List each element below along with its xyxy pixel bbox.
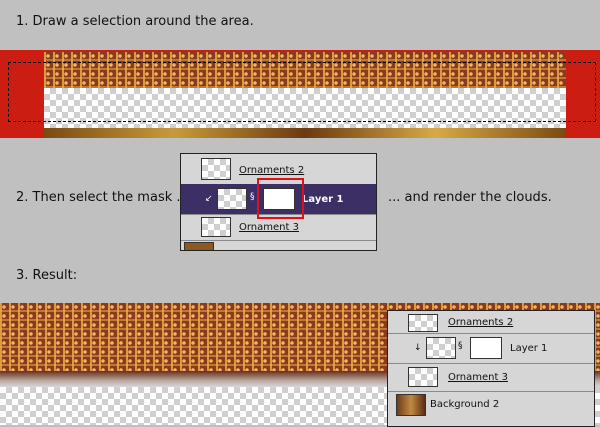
layer-mask-thumbnail[interactable] xyxy=(470,337,502,359)
layer-name: Layer 1 xyxy=(302,194,344,205)
layer-row-ornament-3[interactable]: Ornament 3 xyxy=(181,214,376,241)
clip-arrow-icon: ↙ xyxy=(205,194,213,204)
layer-row-layer-1[interactable]: ↓ § Layer 1 xyxy=(388,333,594,364)
layer-row-partial[interactable] xyxy=(181,241,376,250)
layer-thumbnail[interactable] xyxy=(217,188,247,210)
selection-marquee[interactable] xyxy=(8,62,596,122)
layer-thumbnail xyxy=(396,394,426,416)
layer-thumbnail xyxy=(184,242,214,250)
step1-canvas xyxy=(0,50,600,138)
layer-name: Ornament 3 xyxy=(239,222,299,233)
layer-thumbnail xyxy=(408,314,438,332)
layers-panel-top: Ornaments 2 ↙ § Layer 1 Ornament 3 xyxy=(180,153,377,251)
step3-caption: 3. Result: xyxy=(16,268,78,283)
layer-thumbnail xyxy=(201,158,231,180)
clip-arrow-icon: ↓ xyxy=(414,343,422,353)
layer-row-ornaments-2[interactable]: Ornaments 2 xyxy=(388,311,594,334)
ornament-band xyxy=(44,52,566,88)
layer-row-layer-1[interactable]: ↙ § Layer 1 xyxy=(181,184,376,215)
layers-panel-bottom: Ornaments 2 ↓ § Layer 1 Ornament 3 Backg… xyxy=(387,310,595,427)
step2-caption-before: 2. Then select the mask ... xyxy=(16,190,189,205)
layer-thumbnail xyxy=(201,217,231,237)
layer-thumbnail xyxy=(426,337,456,359)
gold-edge xyxy=(44,128,566,138)
layer-row-background-2[interactable]: Background 2 xyxy=(388,391,594,426)
layer-mask-thumbnail[interactable] xyxy=(263,188,295,210)
mask-highlight-box xyxy=(257,178,304,219)
layer-row-ornament-3[interactable]: Ornament 3 xyxy=(388,363,594,392)
step1-caption: 1. Draw a selection around the area. xyxy=(16,14,254,29)
layer-name: Ornament 3 xyxy=(448,372,508,383)
layer-thumbnail xyxy=(408,367,438,387)
step2-caption-after: ... and render the clouds. xyxy=(388,190,552,205)
layer-name: Background 2 xyxy=(430,399,500,410)
link-chain-icon[interactable]: § xyxy=(250,192,255,202)
layer-name: Layer 1 xyxy=(510,343,548,354)
layer-name: Ornaments 2 xyxy=(239,165,305,176)
layer-name: Ornaments 2 xyxy=(448,317,514,328)
link-chain-icon[interactable]: § xyxy=(458,341,463,351)
